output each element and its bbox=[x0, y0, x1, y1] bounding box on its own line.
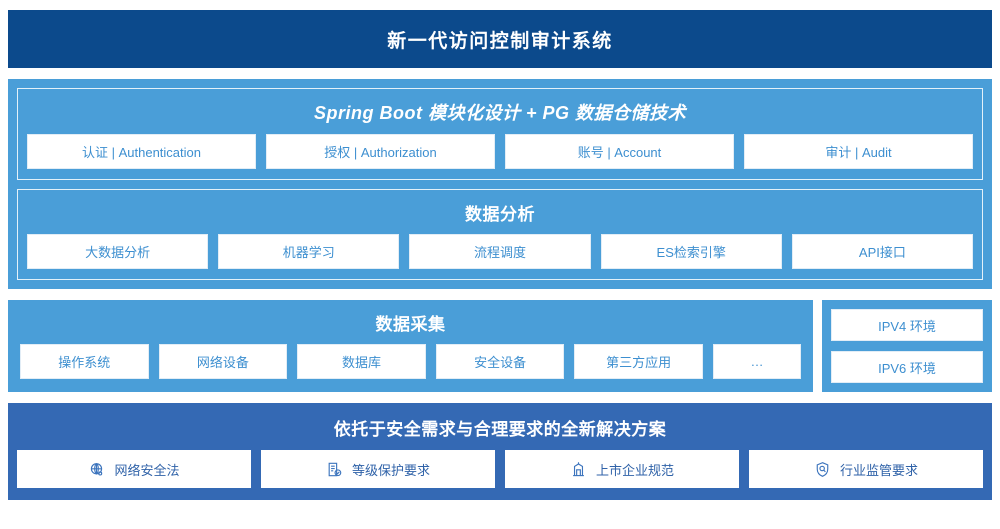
framework-group-title: Spring Boot 模块化设计 + PG 数据仓储技术 bbox=[313, 103, 686, 123]
collection-chip-operating-system[interactable]: 操作系统 bbox=[20, 344, 149, 379]
analysis-group: 数据分析 大数据分析 机器学习 流程调度 ES检索引擎 API接口 bbox=[17, 189, 983, 280]
collection-panel: 数据采集 操作系统 网络设备 数据库 安全设备 第三方应用 … bbox=[8, 300, 813, 392]
analysis-group-title: 数据分析 bbox=[465, 205, 535, 224]
framework-group: Spring Boot 模块化设计 + PG 数据仓储技术 认证 | Authe… bbox=[17, 88, 983, 180]
chip-label: IPV4 环境 bbox=[878, 318, 936, 334]
compliance-title: 依托于安全需求与合理要求的全新解决方案 bbox=[333, 420, 667, 439]
collection-chip-database[interactable]: 数据库 bbox=[297, 344, 426, 379]
chip-label: 流程调度 bbox=[474, 245, 527, 260]
analysis-chip-bigdata[interactable]: 大数据分析 bbox=[27, 234, 209, 269]
chip-label: 安全设备 bbox=[474, 355, 527, 370]
collection-chip-more[interactable]: … bbox=[712, 344, 801, 379]
compliance-panel: 依托于安全需求与合理要求的全新解决方案 网络安全法 bbox=[8, 403, 992, 500]
compliance-chip-industry-regulation[interactable]: 行业监管要求 bbox=[749, 450, 983, 488]
analysis-chip-row: 大数据分析 机器学习 流程调度 ES检索引擎 API接口 bbox=[27, 234, 974, 269]
chip-label: 行业监管要求 bbox=[839, 462, 918, 478]
globe-network-icon bbox=[88, 461, 105, 478]
analysis-chip-api[interactable]: API接口 bbox=[791, 234, 974, 269]
chip-label: 认证 | Authentication bbox=[82, 145, 201, 160]
compliance-chip-cybersecurity-law[interactable]: 网络安全法 bbox=[17, 450, 251, 488]
framework-chip-authentication[interactable]: 认证 | Authentication bbox=[27, 134, 256, 169]
chip-label: … bbox=[750, 354, 764, 369]
collection-title: 数据采集 bbox=[375, 315, 446, 334]
chip-label: 机器学习 bbox=[282, 245, 335, 260]
framework-chip-row: 认证 | Authentication 授权 | Authorization 账… bbox=[27, 134, 973, 169]
document-check-icon bbox=[326, 461, 343, 478]
page-header: 新一代访问控制审计系统 bbox=[8, 10, 992, 68]
analysis-chip-machine-learning[interactable]: 机器学习 bbox=[218, 234, 400, 269]
bank-building-icon bbox=[570, 461, 587, 478]
framework-chip-audit[interactable]: 审计 | Audit bbox=[744, 134, 973, 169]
collection-chip-network-device[interactable]: 网络设备 bbox=[158, 344, 288, 379]
chip-label: 等级保护要求 bbox=[351, 462, 430, 478]
chip-label: 大数据分析 bbox=[85, 245, 151, 260]
collection-chip-row: 操作系统 网络设备 数据库 安全设备 第三方应用 … bbox=[20, 344, 801, 379]
chip-label: 授权 | Authorization bbox=[324, 145, 437, 160]
compliance-chip-row: 网络安全法 等级保护要求 bbox=[17, 450, 983, 488]
shield-search-icon bbox=[814, 461, 831, 478]
collection-row: 数据采集 操作系统 网络设备 数据库 安全设备 第三方应用 … bbox=[8, 300, 992, 392]
framework-chip-account[interactable]: 账号 | Account bbox=[505, 134, 734, 169]
collection-chip-third-party-app[interactable]: 第三方应用 bbox=[574, 344, 703, 379]
analysis-chip-es-search[interactable]: ES检索引擎 bbox=[600, 234, 782, 269]
environment-panel: IPV4 环境 IPV6 环境 bbox=[822, 300, 992, 392]
chip-label: 数据库 bbox=[341, 355, 381, 370]
page-title: 新一代访问控制审计系统 bbox=[387, 30, 613, 52]
framework-chip-authorization[interactable]: 授权 | Authorization bbox=[266, 134, 495, 169]
chip-label: IPV6 环境 bbox=[878, 360, 936, 376]
environment-chip-ipv6[interactable]: IPV6 环境 bbox=[831, 351, 983, 383]
chip-label: API接口 bbox=[858, 245, 906, 260]
chip-label: 上市企业规范 bbox=[595, 462, 674, 478]
chip-label: 账号 | Account bbox=[577, 145, 662, 160]
environment-chip-ipv4[interactable]: IPV4 环境 bbox=[831, 309, 983, 341]
chip-label: 第三方应用 bbox=[606, 355, 672, 370]
platform-layer-panel: Spring Boot 模块化设计 + PG 数据仓储技术 认证 | Authe… bbox=[8, 79, 992, 289]
chip-label: ES检索引擎 bbox=[656, 245, 726, 260]
chip-label: 网络安全法 bbox=[114, 462, 180, 478]
collection-chip-security-device[interactable]: 安全设备 bbox=[435, 344, 565, 379]
compliance-chip-listed-enterprise[interactable]: 上市企业规范 bbox=[505, 450, 739, 488]
chip-label: 审计 | Audit bbox=[825, 145, 892, 160]
chip-label: 网络设备 bbox=[196, 355, 249, 370]
analysis-chip-workflow-scheduling[interactable]: 流程调度 bbox=[409, 234, 591, 269]
compliance-chip-classified-protection[interactable]: 等级保护要求 bbox=[261, 450, 495, 488]
chip-label: 操作系统 bbox=[58, 355, 111, 370]
